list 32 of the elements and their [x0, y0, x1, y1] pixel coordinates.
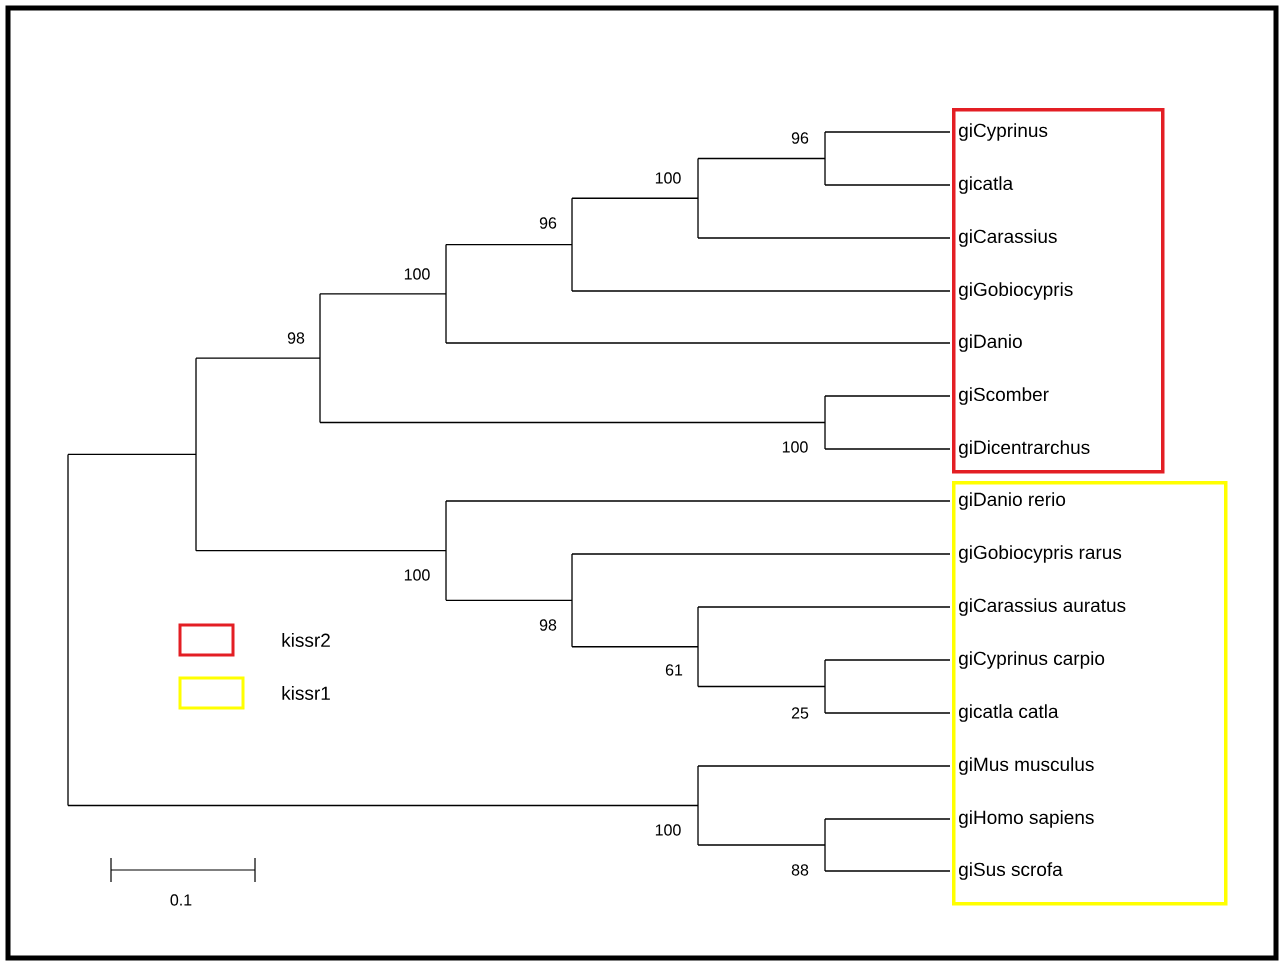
- bootstrap-value: 100: [655, 172, 681, 184]
- taxon-label: giSus scrofa: [959, 862, 1063, 880]
- bootstrap-value: 98: [287, 332, 305, 344]
- legend-label: kissr2: [282, 633, 330, 647]
- bootstrap-value: 96: [791, 132, 809, 144]
- taxon-label: gicatla: [959, 176, 1014, 194]
- bootstrap-value: 100: [404, 569, 430, 581]
- group-box: [952, 108, 1165, 474]
- taxon-label: giHomo sapiens: [959, 810, 1094, 828]
- group-box: [952, 481, 1228, 906]
- bootstrap-value: 98: [539, 619, 557, 631]
- bootstrap-value: 100: [655, 824, 681, 836]
- taxon-label: gicatla catla: [959, 704, 1059, 722]
- legend-label: kissr1: [282, 686, 330, 700]
- bootstrap-value: 25: [791, 707, 809, 719]
- bootstrap-value: 96: [539, 217, 557, 229]
- taxon-label: giScomber: [959, 387, 1049, 405]
- taxon-label: giCarassius: [959, 229, 1057, 247]
- bootstrap-value: 100: [404, 268, 430, 280]
- taxon-label: giCyprinus carpio: [959, 651, 1105, 669]
- taxon-label: giGobiocypris: [959, 282, 1073, 300]
- taxon-label: giCarassius auratus: [959, 598, 1126, 616]
- taxon-label: giMus musculus: [959, 757, 1094, 775]
- bootstrap-value: 100: [782, 441, 808, 453]
- taxon-label: giCyprinus: [959, 123, 1048, 141]
- taxon-label: giGobiocypris rarus: [959, 545, 1122, 563]
- bootstrap-value: 61: [665, 664, 683, 676]
- taxon-label: giDicentrarchus: [959, 440, 1090, 458]
- scale-label: 0.1: [170, 894, 192, 906]
- taxon-label: giDanio: [959, 334, 1022, 352]
- bootstrap-value: 88: [791, 864, 809, 876]
- taxon-label: giDanio rerio: [959, 492, 1066, 510]
